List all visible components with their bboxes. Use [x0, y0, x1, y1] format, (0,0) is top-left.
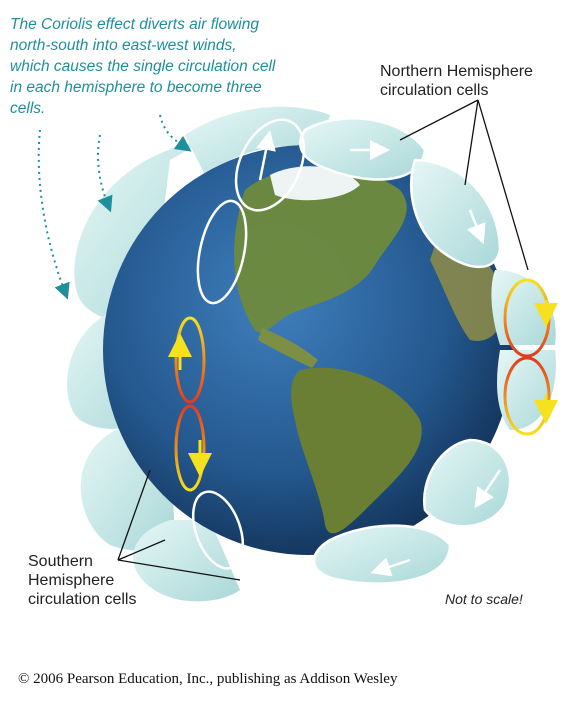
equatorial-hadley-cells: [168, 278, 558, 492]
southern-hemisphere-label: Southern Hemisphere circulation cells: [28, 552, 136, 609]
copyright-notice: © 2006 Pearson Education, Inc., publishi…: [18, 671, 398, 687]
central-america-landmass: [258, 328, 318, 368]
northern-label-line-1: Northern Hemisphere: [380, 63, 533, 80]
north-america-landmass: [234, 167, 407, 333]
northern-label-line-2: circulation cells: [380, 82, 489, 99]
southern-label-line-3: circulation cells: [28, 591, 137, 608]
south-america-landmass: [291, 367, 422, 534]
greenland-ice: [270, 166, 360, 201]
leader-lines: [117, 99, 529, 581]
northern-hemisphere-label: Northern Hemisphere circulation cells: [380, 62, 533, 100]
southern-label-line-1: Southern: [28, 553, 93, 570]
caption-pointer-lines: [37, 114, 192, 300]
white-circulation-loops: [191, 118, 502, 599]
scale-note: Not to scale!: [445, 591, 523, 607]
earth-globe: [103, 145, 513, 555]
coriolis-caption: The Coriolis effect diverts air flowing …: [10, 16, 276, 117]
southern-label-line-2: Hemisphere: [28, 572, 115, 589]
